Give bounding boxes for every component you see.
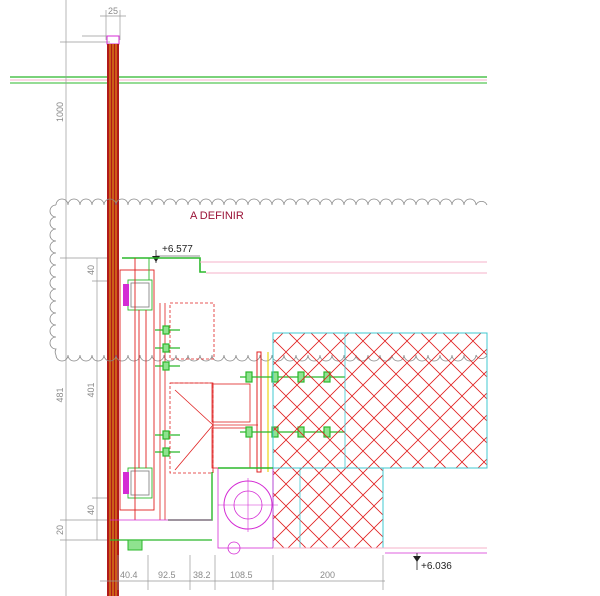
concrete-slab xyxy=(272,332,488,549)
dim-bottom-2: 92.5 xyxy=(158,570,176,580)
anchor-bolts-left xyxy=(155,325,180,457)
left-dimension-chain xyxy=(60,0,110,596)
bottom-equipment xyxy=(110,467,278,555)
dim-bottom-3: 38.2 xyxy=(193,570,211,580)
support-plate xyxy=(211,351,269,473)
dim-left-top: 1000 xyxy=(55,102,65,122)
inner-frame xyxy=(119,258,155,520)
dim-top: 25 xyxy=(108,6,118,16)
dim-inner-bottom: 40 xyxy=(86,505,96,515)
dim-bottom-5: 200 xyxy=(320,570,335,580)
note-a-definir: A DEFINIR xyxy=(190,210,244,222)
dim-inner-top: 40 xyxy=(86,265,96,275)
bottom-dimension-chain xyxy=(100,555,385,590)
top-dimension xyxy=(82,10,126,40)
dim-bottom-4: 108.5 xyxy=(230,570,253,580)
dim-left-bottom: 20 xyxy=(55,525,65,535)
level-top: +6.577 xyxy=(162,244,193,255)
dim-inner-mid: 401 xyxy=(86,382,96,397)
level-bottom: +6.036 xyxy=(421,561,452,572)
top-floor-lines xyxy=(10,76,487,84)
ceiling-lines xyxy=(122,257,487,274)
dim-left-mid: 481 xyxy=(55,387,65,402)
level-marker-bottom xyxy=(273,547,487,570)
main-wall xyxy=(106,35,120,596)
bracket-column xyxy=(159,302,258,520)
dim-bottom-1: 40.4 xyxy=(120,570,138,580)
